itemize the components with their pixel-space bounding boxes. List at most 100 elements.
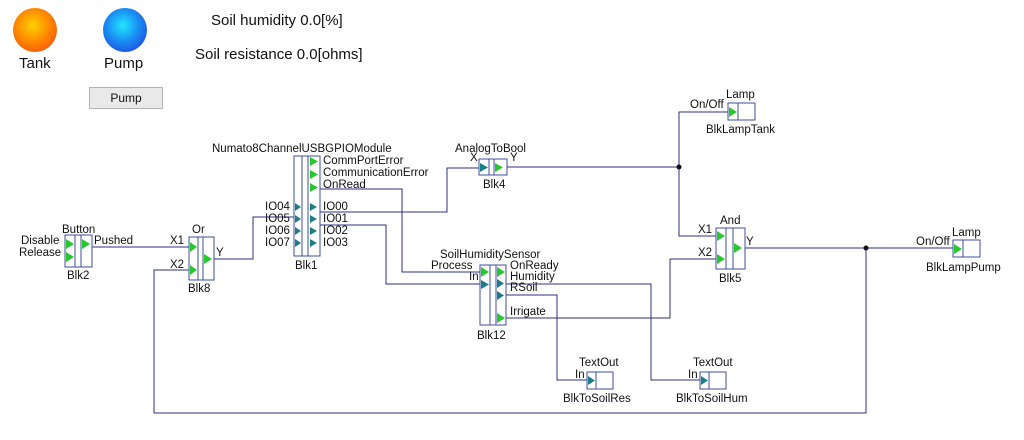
output-pin[interactable] (734, 243, 742, 253)
block-blk4[interactable]: AnalogToBool X Y Blk4 (455, 143, 526, 191)
pin-label: In (469, 271, 479, 283)
block-type-label: TextOut (579, 357, 619, 369)
output-pin[interactable] (495, 163, 503, 172)
wire-blk8-to-blk1 (214, 216, 310, 260)
pin-label: Release (19, 247, 61, 259)
tank-label: Tank (19, 55, 51, 72)
pin-label: IO00 (323, 201, 348, 213)
soil-humidity-readout: Soil humidity 0.0[%] (211, 12, 343, 29)
pin-label: IO06 (265, 225, 290, 237)
tank-indicator (13, 8, 57, 52)
input-pin[interactable] (954, 244, 962, 254)
input-pin[interactable] (190, 242, 197, 252)
pin-label: RSoil (510, 282, 537, 294)
pin-label: IO03 (323, 237, 348, 249)
io-pin[interactable] (295, 227, 301, 235)
block-name-label: BlkToSoilRes (563, 393, 631, 405)
io-pin[interactable] (310, 215, 317, 223)
output-pin[interactable] (310, 170, 318, 179)
input-pin[interactable] (66, 239, 74, 249)
io-pin[interactable] (295, 203, 301, 211)
block-blk5[interactable]: And X1 X2 Y Blk5 (698, 215, 754, 285)
input-pin[interactable] (190, 265, 197, 275)
io-pin[interactable] (295, 215, 301, 223)
soil-resistance-readout: Soil resistance 0.0[ohms] (195, 46, 363, 63)
block-name-label: Blk4 (483, 179, 506, 191)
pin-label: IO05 (265, 213, 290, 225)
wire-blk1-io02-to-blk12 (320, 224, 480, 285)
wire-junction-to-blk5 (678, 167, 716, 237)
block-blk1[interactable]: Numato8ChannelUSBGPIOModule CommPortErro… (212, 143, 429, 272)
pin-label: OnRead (323, 179, 366, 191)
block-type-label: TextOut (693, 357, 733, 369)
block-body (478, 158, 508, 176)
pin-label: X (470, 152, 478, 164)
output-pin[interactable] (497, 313, 505, 323)
pin-label: Process (431, 260, 473, 272)
input-pin[interactable] (717, 231, 725, 241)
pin-label: X1 (698, 224, 712, 236)
input-pin[interactable] (701, 376, 708, 385)
block-textout-soil-res[interactable]: TextOut In BlkToSoilRes (563, 357, 631, 405)
input-pin[interactable] (717, 254, 725, 264)
block-lamp-tank[interactable]: Lamp On/Off BlkLampTank (690, 89, 775, 136)
pin-label: Pushed (94, 235, 133, 247)
pin-label: Y (746, 236, 754, 248)
block-blk12[interactable]: SoilHumiditySensor Process In OnReady Hu… (431, 249, 559, 342)
output-pin[interactable] (204, 254, 212, 264)
io-pin[interactable] (310, 239, 317, 247)
input-pin[interactable] (481, 267, 489, 277)
wire-blk1-onread-to-blk12 (320, 188, 480, 273)
block-body (64, 234, 93, 268)
pin-label: IO02 (323, 225, 348, 237)
input-pin[interactable] (481, 280, 489, 289)
pin-label: Irrigate (510, 306, 546, 318)
block-name-label: BlkLampPump (926, 262, 1001, 274)
block-type-label: Or (192, 224, 205, 236)
wire-blk5-feedback-to-blk8 (153, 248, 867, 414)
pin-label: On/Off (690, 99, 724, 111)
block-type-label: SoilHumiditySensor (440, 249, 541, 261)
output-pin[interactable] (310, 157, 318, 166)
output-pin[interactable] (497, 279, 504, 288)
junction-dot (676, 164, 682, 170)
block-name-label: Blk2 (67, 270, 89, 282)
pin-label: In (575, 369, 585, 381)
block-body (727, 102, 756, 121)
pin-label: X2 (698, 247, 712, 259)
output-pin[interactable] (497, 291, 504, 300)
io-pin[interactable] (310, 227, 317, 235)
block-textout-soil-hum[interactable]: TextOut In BlkToSoilHum (676, 357, 748, 405)
wire-blk1-io01-to-blk4 (320, 167, 479, 213)
pin-label: X2 (170, 259, 184, 271)
block-name-label: Blk8 (188, 283, 210, 295)
input-pin[interactable] (66, 252, 74, 262)
block-blk8[interactable]: Or X1 X2 Y Blk8 (170, 224, 224, 295)
pin-label: Humidity (510, 271, 555, 283)
block-lamp-pump[interactable]: Lamp On/Off BlkLampPump (916, 227, 1001, 274)
wire-blk12-humidity-to-textout-res (506, 294, 587, 381)
pin-label: In (688, 369, 698, 381)
io-pin[interactable] (295, 239, 301, 247)
wire-to-lamp-tank (678, 111, 728, 167)
block-name-label: Blk5 (719, 273, 741, 285)
output-pin[interactable] (310, 183, 318, 192)
wire-blk12-rsoil-to-textout-hum (506, 283, 700, 381)
input-pin[interactable] (480, 163, 488, 172)
output-pin[interactable] (497, 267, 505, 277)
wires (92, 111, 953, 414)
pump-label: Pump (104, 55, 144, 72)
pin-label: IO07 (265, 237, 290, 249)
block-body (952, 239, 981, 258)
output-pin[interactable] (82, 239, 90, 249)
input-pin[interactable] (729, 107, 737, 117)
input-pin[interactable] (588, 376, 595, 385)
block-type-label: And (720, 215, 740, 227)
io-pin[interactable] (310, 203, 317, 211)
block-name-label: Blk1 (295, 260, 317, 272)
pin-label: CommPortError (323, 155, 404, 167)
block-blk2[interactable]: Button Disable Release Pushed Blk2 (19, 224, 133, 282)
block-type-label: AnalogToBool (455, 143, 526, 155)
pump-button[interactable]: Pump (89, 87, 163, 109)
